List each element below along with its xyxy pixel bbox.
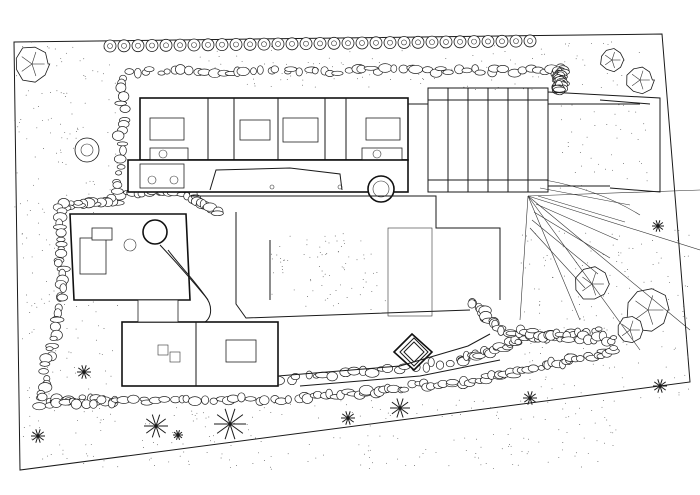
garden-path	[547, 91, 661, 193]
dry-stone-wall	[32, 63, 620, 411]
sofa	[79, 237, 107, 275]
tree	[617, 316, 644, 344]
tree	[626, 66, 655, 95]
round-shower	[367, 175, 395, 203]
garden-ray-lines	[519, 189, 700, 351]
fireplace	[142, 219, 168, 245]
shrub	[653, 379, 667, 393]
fan-stairs	[529, 179, 641, 289]
shrub	[144, 414, 168, 438]
lower-terrace-edge	[277, 333, 501, 387]
armchair	[123, 238, 137, 252]
pergola	[408, 87, 640, 193]
shrub	[31, 429, 45, 443]
shrub	[390, 398, 410, 418]
trees	[15, 46, 670, 443]
shrub	[77, 365, 91, 379]
bed	[239, 119, 271, 141]
pool	[387, 227, 433, 317]
shrub	[173, 430, 183, 440]
bed	[149, 117, 185, 141]
tree	[575, 266, 611, 300]
bedroom-wing	[139, 97, 409, 161]
shrub	[523, 391, 537, 405]
bed	[282, 117, 319, 143]
shrub	[214, 408, 246, 440]
shrub	[341, 411, 355, 425]
hallway	[127, 159, 409, 203]
living-room	[69, 213, 212, 325]
shrub	[652, 220, 664, 232]
dining-room	[121, 299, 279, 387]
terrace	[190, 195, 501, 319]
hedge-row	[103, 34, 537, 53]
dining-table	[225, 339, 257, 363]
tree	[600, 48, 625, 73]
bed	[365, 117, 401, 141]
tree	[15, 46, 51, 83]
